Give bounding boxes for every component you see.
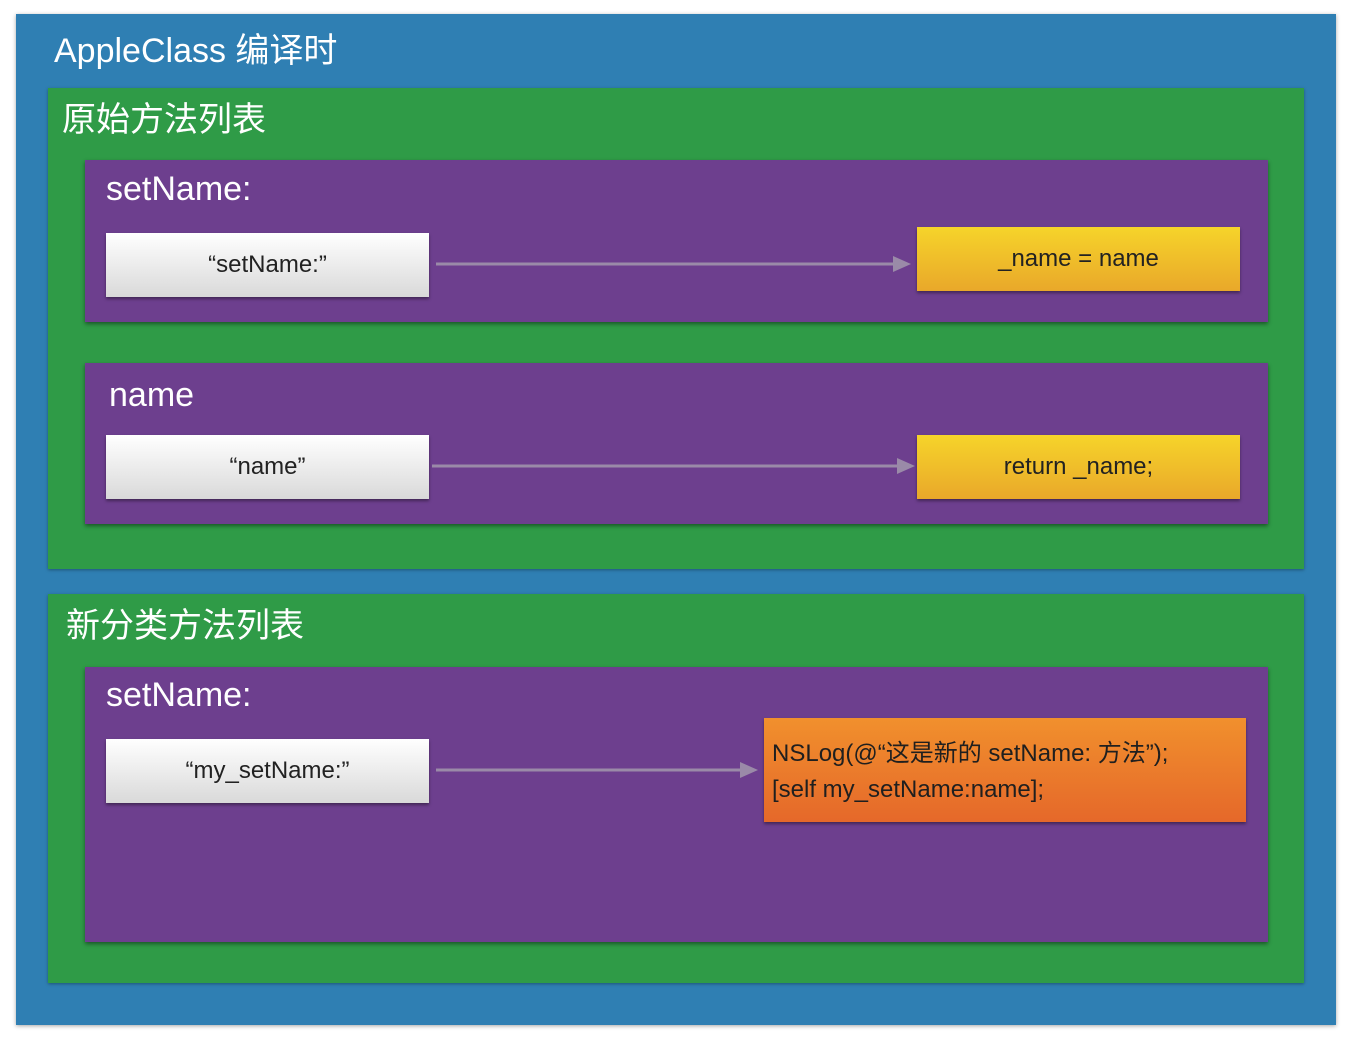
selector-setname: “setName:” <box>106 233 429 297</box>
arrow-setname <box>436 256 911 272</box>
category-method-list-title: 新分类方法列表 <box>66 607 304 645</box>
arrow-my-setname <box>436 762 758 778</box>
method-setname-label: setName: <box>106 170 252 208</box>
method-name-label: name <box>109 376 195 414</box>
original-method-list-title: 原始方法列表 <box>62 101 266 139</box>
imp-setname: _name = name <box>917 227 1240 291</box>
imp-my-setname-line-1: NSLog(@“这是新的 setName: 方法”); <box>772 740 1169 767</box>
selector-name: “name” <box>106 435 429 499</box>
imp-my-setname-line-2: [self my_setName:name]; <box>772 776 1045 803</box>
arrow-name <box>432 458 915 474</box>
imp-name: return _name; <box>917 435 1240 499</box>
method-category-setname-label: setName: <box>106 676 252 714</box>
class-title: AppleClass 编译时 <box>54 32 338 70</box>
selector-my-setname: “my_setName:” <box>106 739 429 803</box>
imp-my-setname: NSLog(@“这是新的 setName: 方法”); [self my_set… <box>764 718 1246 822</box>
